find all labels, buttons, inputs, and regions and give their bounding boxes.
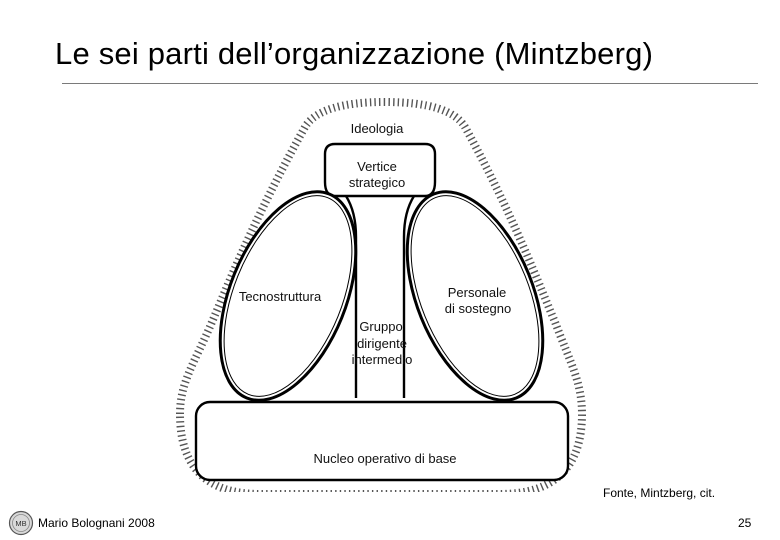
ideology-label: Ideologia [351, 121, 405, 136]
operating-core-shape [194, 400, 570, 482]
support-staff-inner-line [410, 195, 540, 397]
middle-line-right-edge [402, 195, 416, 398]
middle-line-label-line1: Gruppo [359, 319, 402, 334]
svg-text:MB: MB [15, 519, 26, 528]
support-staff-label-line1: Personale [448, 285, 507, 300]
source-note: Fonte, Mintzberg, cit. [603, 486, 716, 500]
technostructure-inner-line [223, 195, 353, 397]
strategic-apex-label-line1: Vertice [357, 159, 397, 174]
middle-line-label-line3: intermedio [352, 352, 413, 367]
footer-author: Mario Bolognani 2008 [38, 516, 155, 530]
support-staff-label-line2: di sostegno [445, 301, 512, 316]
operating-core-label: Nucleo operativo di base [313, 451, 456, 466]
strategic-apex-shape [323, 142, 437, 198]
mintzberg-diagram: Ideologia Vertice strategico Tecnostrutt… [175, 97, 587, 492]
title-divider [62, 83, 758, 84]
middle-line-label-line2: dirigente [357, 336, 407, 351]
technostructure-label: Tecnostruttura [239, 289, 322, 304]
author-logo-icon: MB [8, 510, 34, 536]
strategic-apex-label-line2: strategico [349, 175, 405, 190]
page-number: 25 [738, 516, 752, 530]
middle-line-left-edge [344, 195, 358, 398]
slide-title: Le sei parti dell’organizzazione (Mintzb… [55, 36, 654, 71]
